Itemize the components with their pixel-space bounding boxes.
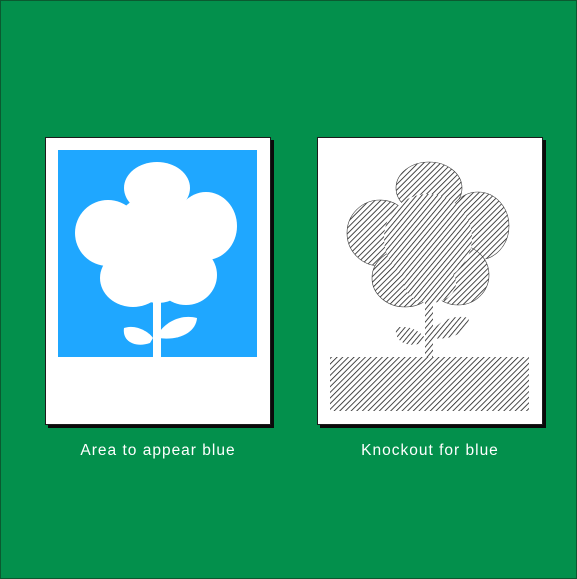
blue-area-graphic: [46, 138, 270, 424]
knockout-panel: Knockout for blue: [317, 137, 543, 425]
knockout-caption: Knockout for blue: [318, 442, 542, 460]
knockout-graphic: [318, 138, 542, 424]
hatched-base-band: [330, 357, 529, 411]
blue-area-caption: Area to appear blue: [46, 442, 270, 460]
blue-area-panel: Area to appear blue: [45, 137, 271, 425]
